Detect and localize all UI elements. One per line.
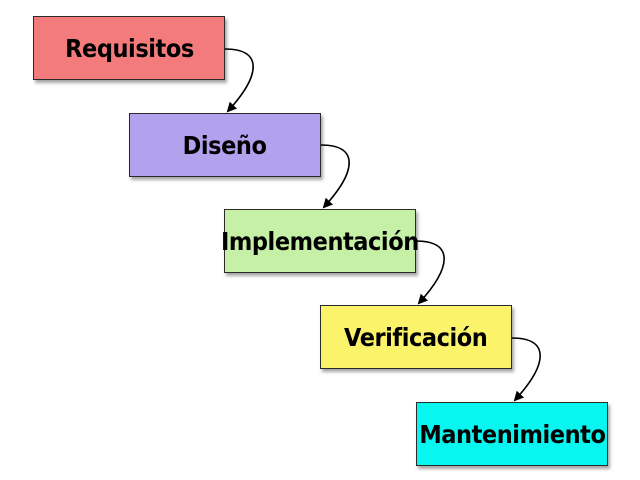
arrow-implementacion-to-verificacion [415, 240, 445, 305]
stage-label-diseno: Diseño [183, 130, 267, 160]
stage-diseno: Diseño [129, 113, 321, 177]
stage-implementacion: Implementación [221, 209, 419, 273]
stage-label-requisitos: Requisitos [64, 33, 194, 63]
arrow-diseno-to-implementacion [320, 144, 350, 209]
stage-mantenimiento: Mantenimiento [416, 402, 608, 466]
stage-requisitos: Requisitos [33, 16, 225, 80]
stage-label-mantenimiento: Mantenimiento [418, 419, 606, 449]
stage-label-implementacion: Implementación [221, 226, 419, 256]
stage-verificacion: Verificación [320, 305, 512, 369]
arrow-requisitos-to-diseno [224, 48, 254, 113]
arrow-verificacion-to-mantenimiento [511, 337, 541, 402]
stage-label-verificacion: Verificación [344, 322, 488, 352]
